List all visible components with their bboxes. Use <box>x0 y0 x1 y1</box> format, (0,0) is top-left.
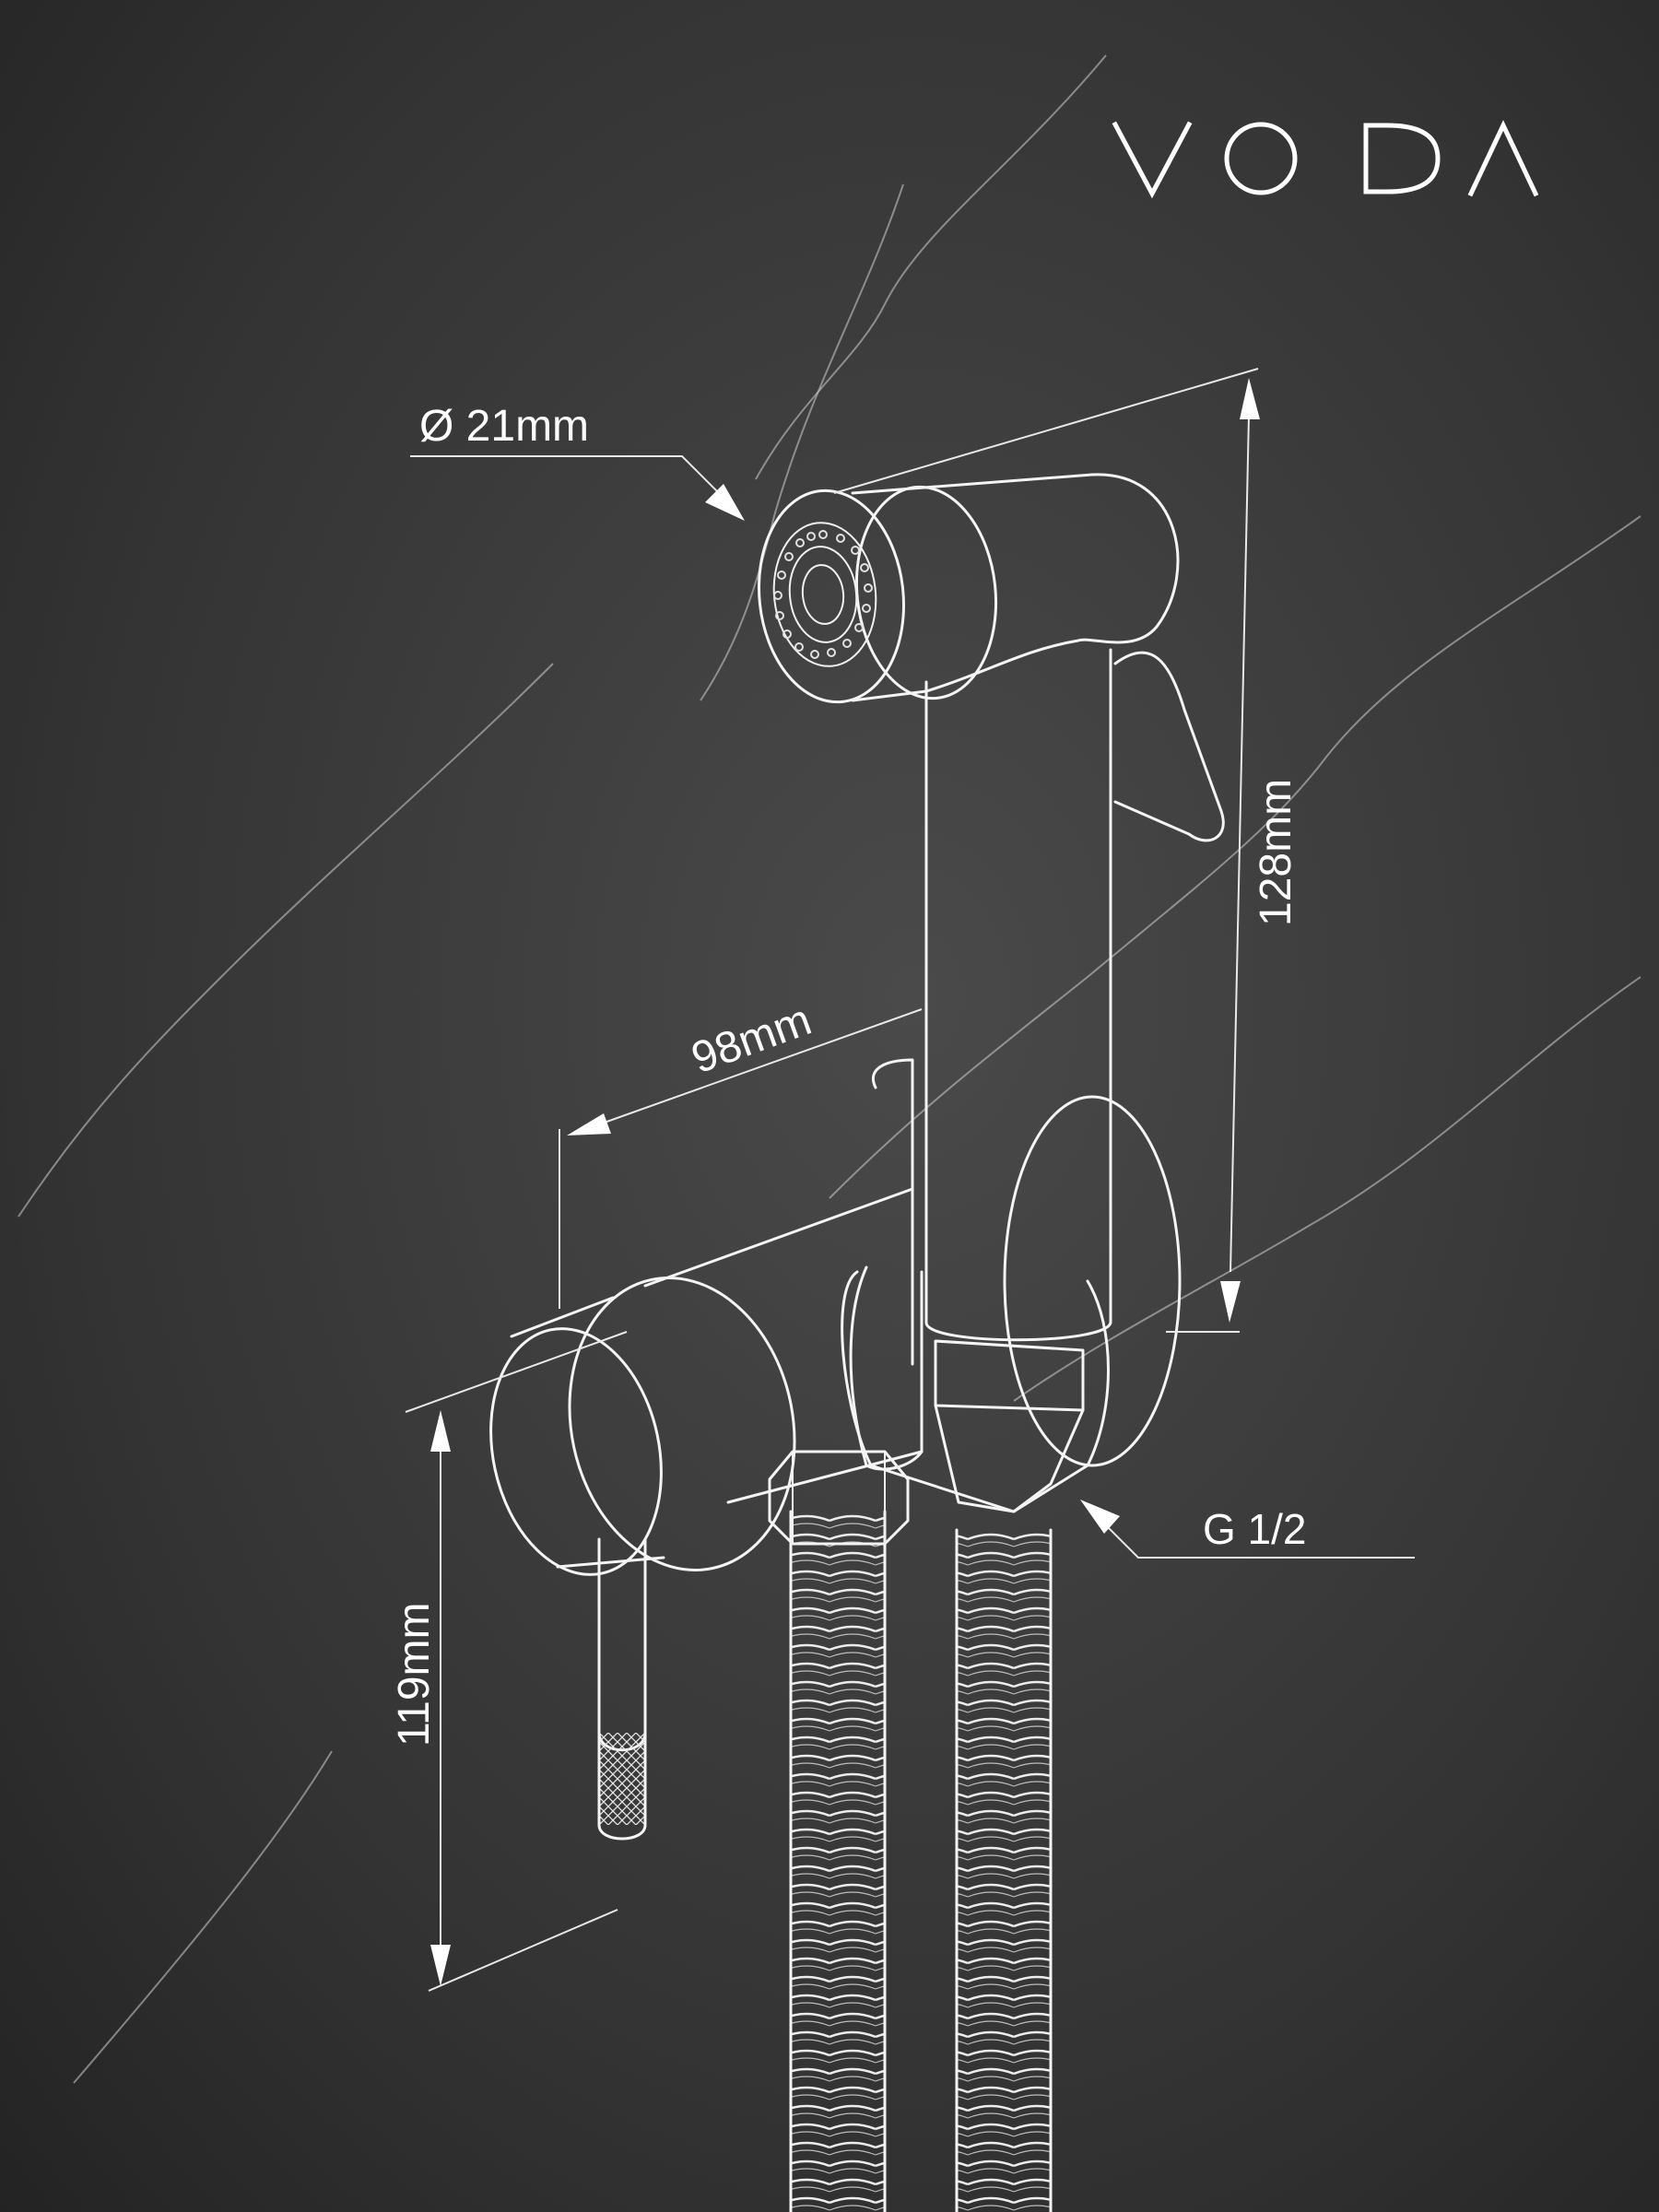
spray-holes <box>773 530 873 659</box>
mixer-height-label: 119mm <box>390 1603 439 1747</box>
left-hose <box>789 1510 887 2212</box>
mixer-lever <box>597 1537 647 1841</box>
bidet-sprayer-drawing <box>489 473 1225 2212</box>
handset-cradle <box>841 1270 1110 1513</box>
marble-veins <box>18 54 1641 2084</box>
handset-trigger <box>1113 651 1225 842</box>
handset-head <box>758 473 1180 704</box>
wall-holder <box>872 1058 1182 1467</box>
nozzle-diameter-label: Ø 21mm <box>419 402 589 451</box>
thread-size-label: G 1/2 <box>1203 1505 1307 1553</box>
dimension-lines <box>405 368 1415 1992</box>
head-height-label: 128mm <box>1252 779 1300 926</box>
handset-stem <box>924 648 1112 1342</box>
right-hose <box>955 1528 1053 2212</box>
voda-logo <box>1112 120 1539 199</box>
